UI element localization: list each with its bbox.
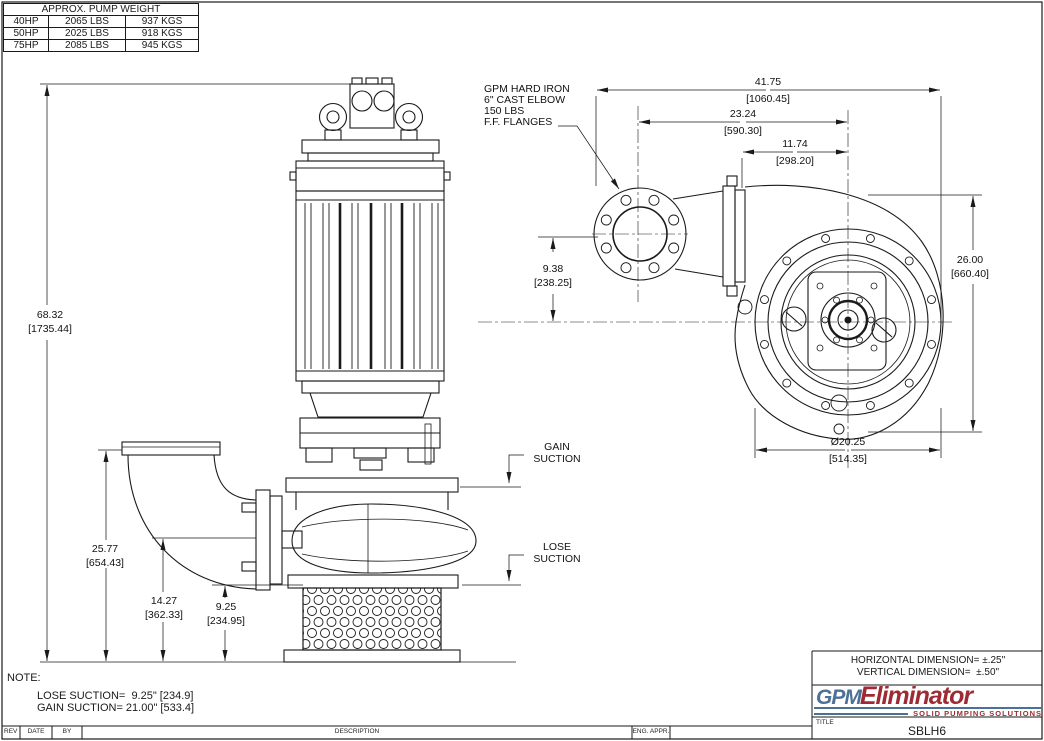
lose-suction-label-1: LOSE (543, 541, 571, 553)
suction-strainer (283, 587, 461, 663)
dim-flange-to-center-in: 11.74 (782, 138, 808, 150)
side-view-pump (593, 175, 944, 440)
weight-hp: 75HP (3, 39, 49, 52)
dim-casing-height-in: 26.00 (957, 254, 983, 266)
description-column-label: DESCRIPTION (334, 728, 380, 735)
note-heading: NOTE: (7, 672, 41, 684)
dim-strainer-height-mm: [234.95] (207, 615, 245, 627)
lifting-eyes (318, 102, 424, 141)
elbow-callout-line1: GPM HARD IRON (484, 83, 570, 95)
title-block-rules (2, 650, 1042, 739)
centerlines (478, 106, 952, 468)
dim-elbow-below-mm: [238.25] (534, 277, 572, 289)
table-row: 75HP 2085 LBS 945 KGS (3, 39, 199, 52)
tolerance-vertical: VERTICAL DIMENSION= ±.50" (856, 667, 1000, 678)
motor-cooling-fins (295, 190, 445, 382)
bearing-hub (781, 271, 897, 371)
rev-column-label: REV (4, 728, 18, 735)
discharge-elbow-front (121, 441, 303, 591)
title-label: TITLE (816, 719, 834, 726)
elbow-callout-line2: 6" CAST ELBOW (484, 94, 565, 106)
weight-table-header: APPROX. PUMP WEIGHT (3, 3, 199, 16)
dim-strainer-height-in: 9.25 (216, 601, 237, 613)
dim-elbow-to-center-mm: [590.30] (724, 125, 762, 137)
weight-kgs: 945 KGS (125, 39, 199, 52)
front-view-pump (121, 77, 477, 663)
table-row: 40HP 2065 LBS 937 KGS (3, 15, 199, 28)
logo-tagline-row: SOLID PUMPING SOLUTIONS (814, 709, 1042, 718)
logo-gpm: GPM (816, 686, 862, 709)
dim-casing-diameter-mm: [514.35] (829, 453, 867, 465)
discharge-flange-plate (722, 175, 746, 297)
logo-wordmark: GPM Eliminator (814, 682, 1042, 710)
tolerance-box: HORIZONTAL DIMENSION= ±.25" VERTICAL DIM… (814, 655, 1042, 679)
weight-lbs: 2025 LBS (48, 27, 126, 40)
weight-kgs: 918 KGS (125, 27, 199, 40)
pump-weight-table: APPROX. PUMP WEIGHT 40HP 2065 LBS 937 KG… (3, 3, 199, 52)
dim-elbow-to-center-in: 23.24 (730, 108, 756, 120)
lose-suction-label-2: SUCTION (533, 553, 580, 565)
cable-entry-box (349, 77, 395, 129)
tolerance-horizontal: HORIZONTAL DIMENSION= ±.25" (850, 655, 1006, 666)
motor-top-flange (289, 139, 451, 192)
weight-lbs: 2065 LBS (48, 15, 126, 28)
weight-lbs: 2085 LBS (48, 39, 126, 52)
volute-casing (734, 184, 944, 440)
weight-kgs: 937 KGS (125, 15, 199, 28)
date-column-label: DATE (27, 728, 45, 735)
dim-overall-width-in: 41.75 (755, 76, 781, 88)
dim-flange-height-mm: [654.43] (86, 557, 124, 569)
seal-housing-bracket (299, 380, 441, 471)
dim-casing-diameter-in: Ø20.25 (831, 436, 866, 448)
dim-flange-height-in: 25.77 (92, 543, 118, 555)
dim-flange-to-center-mm: [298.20] (776, 155, 814, 167)
gain-suction-label-2: SUCTION (533, 453, 580, 465)
logo-eliminator: Eliminator (859, 682, 973, 710)
dim-discharge-centerline-mm: [362.33] (145, 609, 183, 621)
gain-suction-label-1: GAIN (544, 441, 570, 453)
note-gain-suction: GAIN SUCTION= 21.00" [533.4] (37, 702, 195, 714)
weight-hp: 50HP (3, 27, 49, 40)
elbow-callout-line4: F.F. FLANGES (484, 116, 552, 128)
volute-front (285, 477, 477, 589)
drawing-title: SBLH6 (907, 724, 947, 738)
callout-text: GPM HARD IRON 6" CAST ELBOW 150 LBS F.F.… (484, 83, 581, 565)
dimension-text: 68.32 [1735.44] 25.77 [654.43] 14.27 [36… (28, 76, 989, 627)
logo-rule (814, 712, 909, 715)
note-lose-suction: LOSE SUCTION= 9.25" [234.9] (37, 690, 194, 702)
by-column-label: BY (62, 728, 72, 735)
dim-overall-height-mm: [1735.44] (28, 323, 72, 335)
dim-overall-width-mm: [1060.45] (746, 93, 790, 105)
eng-appr-column-label: ENG. APPR. (632, 728, 670, 735)
gpm-eliminator-logo: GPM Eliminator SOLID PUMPING SOLUTIONS (814, 682, 1042, 718)
table-row: 50HP 2025 LBS 918 KGS (3, 27, 199, 40)
logo-tagline: SOLID PUMPING SOLUTIONS (913, 709, 1042, 718)
dim-casing-height-mm: [660.40] (951, 268, 989, 280)
elbow-flange (593, 187, 724, 281)
weight-hp: 40HP (3, 15, 49, 28)
dim-discharge-centerline-in: 14.27 (151, 595, 177, 607)
extension-lines (40, 83, 982, 663)
dim-overall-height-in: 68.32 (37, 309, 63, 321)
elbow-callout-line3: 150 LBS (484, 105, 524, 117)
dimension-lines (44, 85, 976, 661)
dim-elbow-below-in: 9.38 (543, 263, 564, 275)
